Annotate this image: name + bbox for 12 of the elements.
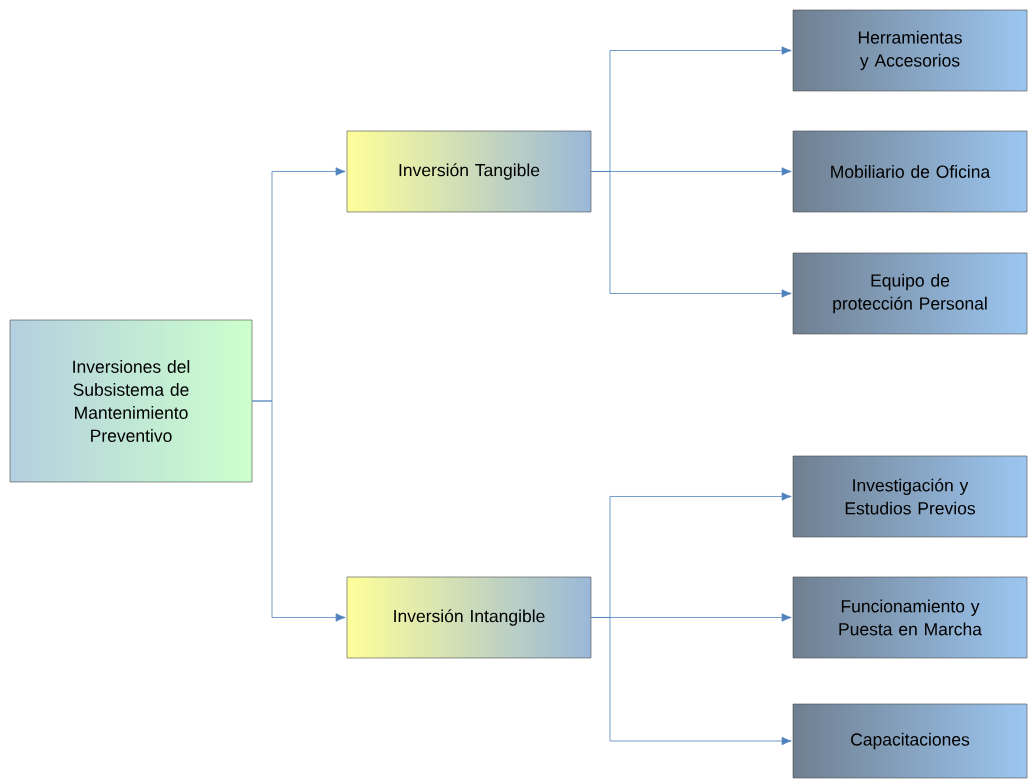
process-box: Herramientas y Accesorios — [792, 9, 1028, 92]
arrow — [251, 400, 346, 622]
process-box: Inversión Intangible — [346, 576, 592, 659]
process-box: Investigación y Estudios Previos — [792, 455, 1028, 538]
arrow — [590, 617, 792, 746]
process-box: Funcionamiento y Puesta en Marcha — [792, 576, 1028, 659]
process-box: Capacitaciones — [792, 703, 1028, 779]
process-box: Equipo de protección Personal — [792, 252, 1028, 335]
process-box: Inversión Tangible — [346, 130, 592, 213]
arrow — [590, 171, 792, 298]
process-box: Inversiones del Subsistema de Mantenimiento Preventivo — [9, 319, 253, 483]
process-box: Mobiliario de Oficina — [792, 130, 1028, 213]
